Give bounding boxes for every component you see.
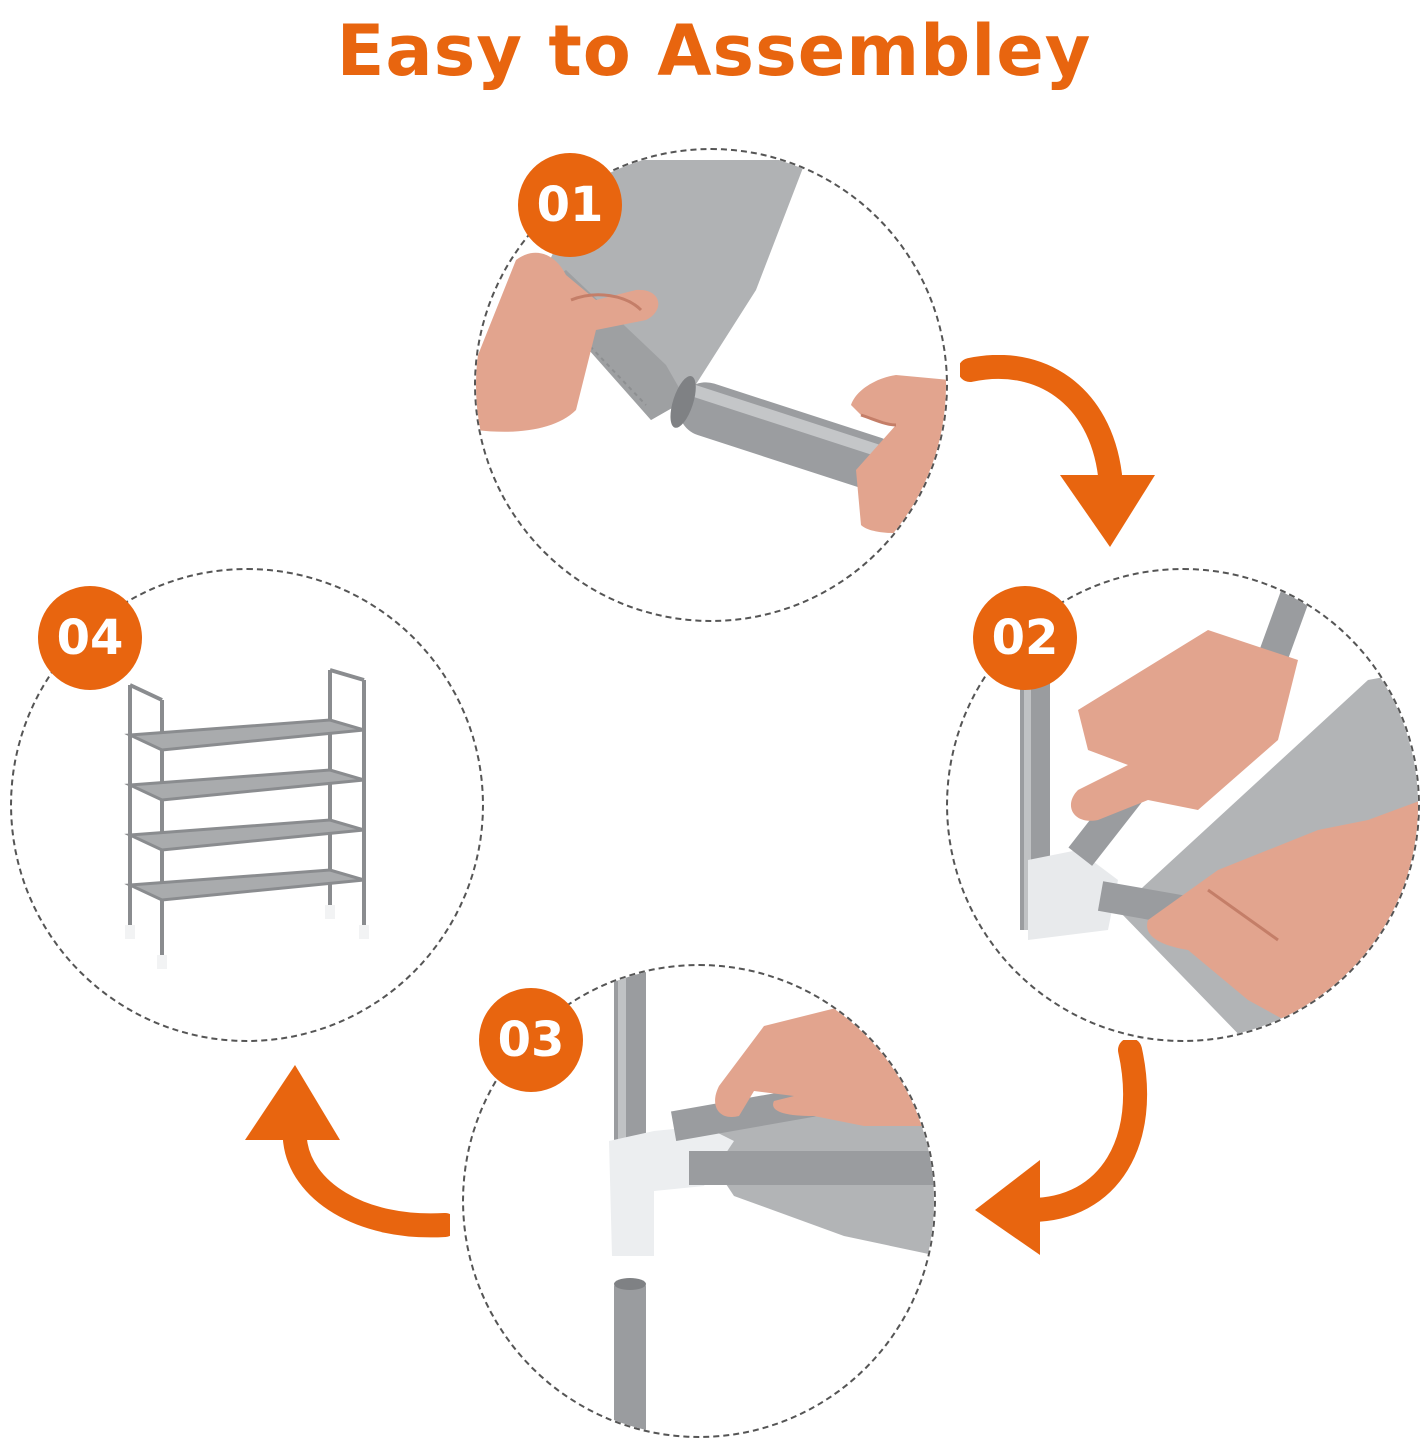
fabric-sleeve-insert-photo	[476, 160, 946, 534]
arrow-02-to-03-icon	[975, 1040, 1148, 1255]
step-01-circle	[474, 148, 948, 622]
step-02-badge: 02	[973, 586, 1077, 690]
arrow-01-to-02-icon	[960, 355, 1155, 547]
step-01-badge: 01	[518, 153, 622, 257]
arrow-03-to-04-icon	[245, 1065, 450, 1238]
step-03-badge: 03	[479, 988, 583, 1092]
step-02-circle	[946, 568, 1420, 1042]
page-title: Easy to Assembley	[336, 10, 1092, 92]
step-04-badge: 04	[38, 586, 142, 690]
connector-attach-photo	[609, 966, 934, 1436]
corner-joint-photo	[1020, 570, 1418, 1040]
finished-shoe-rack-photo	[124, 668, 369, 969]
